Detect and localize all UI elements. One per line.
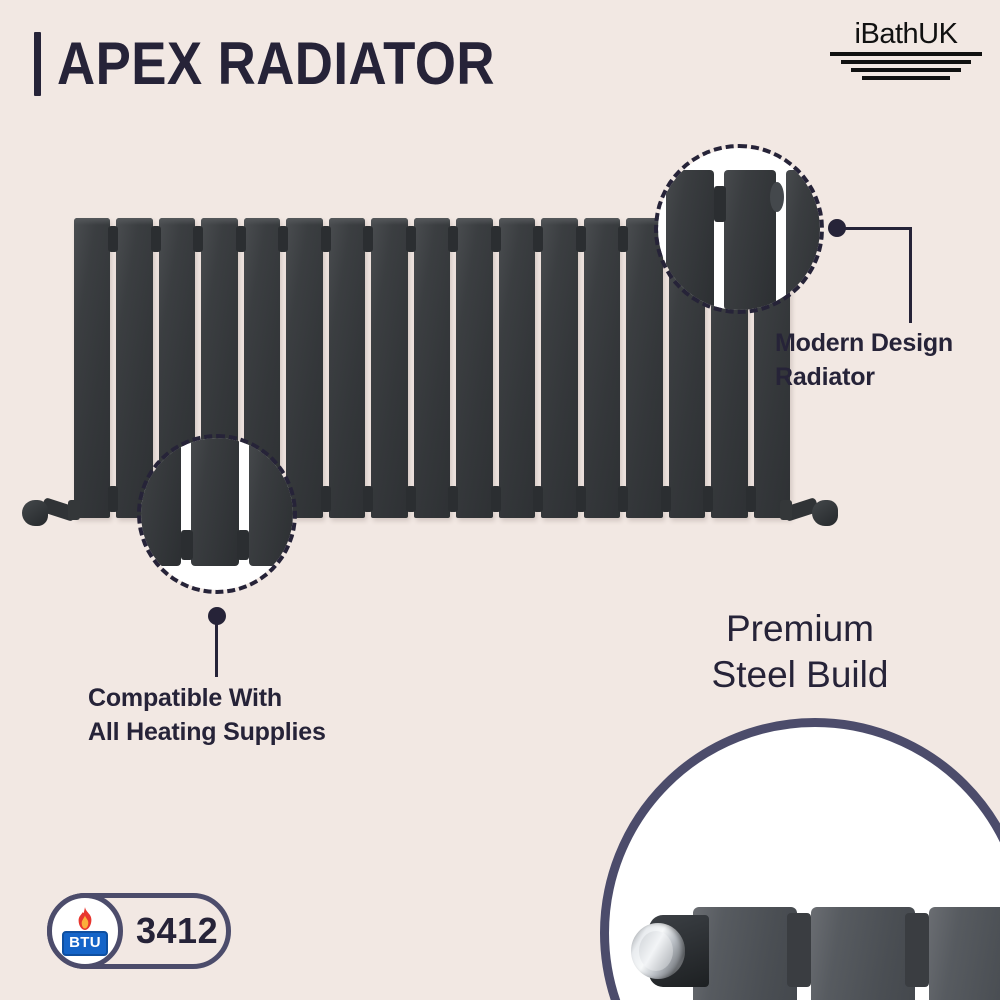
detail-chrome-valve xyxy=(631,915,711,987)
radiator-panel xyxy=(541,218,579,518)
brand-logo: iBathUK xyxy=(826,18,986,80)
radiator-panel xyxy=(626,218,664,518)
radiator-panel xyxy=(371,218,409,518)
btu-value: 3412 xyxy=(136,910,219,951)
detail-panel xyxy=(811,907,915,1000)
valve-left-knob xyxy=(22,500,48,526)
radiator-panel xyxy=(583,218,621,518)
detail-connector-nub xyxy=(905,913,929,987)
btu-icon: BTU xyxy=(47,893,123,969)
valve-left-collar xyxy=(68,500,80,520)
valve-right-collar xyxy=(780,500,792,520)
page-title-block: APEX RADIATOR xyxy=(34,28,555,100)
brand-logo-text: iBathUK xyxy=(854,18,958,50)
logo-rule-4 xyxy=(862,76,950,80)
radiator-panel xyxy=(328,218,366,518)
detail-panel-group xyxy=(693,907,1000,1000)
callout-label-compatible: Compatible With All Heating Supplies xyxy=(88,684,326,746)
magnifier-ring-modern-design xyxy=(654,144,824,314)
btu-chip-label: BTU xyxy=(62,930,108,956)
leader-line-modern-design-h xyxy=(836,227,912,230)
premium-steel-build-title: Premium Steel Build xyxy=(711,608,889,695)
btu-badge: BTU 3412 xyxy=(47,893,231,969)
radiator-panel xyxy=(456,218,494,518)
flame-icon xyxy=(78,906,92,930)
radiator-panel xyxy=(498,218,536,518)
logo-rule-1 xyxy=(830,52,982,56)
page-title: APEX RADIATOR xyxy=(57,30,495,97)
callout-label-modern-design: Modern Design Radiator xyxy=(775,329,953,391)
title-accent-bar xyxy=(34,32,41,96)
radiator-panel xyxy=(74,218,111,518)
leader-line-modern-design-v xyxy=(909,227,912,323)
magnifier-ring-compatible xyxy=(137,434,297,594)
detail-valve-chrome-nut xyxy=(631,923,685,979)
logo-rule-2 xyxy=(841,60,971,64)
brand-logo-rules xyxy=(826,52,986,80)
detail-connector-nub xyxy=(787,913,811,987)
logo-rule-3 xyxy=(851,68,961,72)
valve-right xyxy=(780,494,838,532)
detail-panel xyxy=(693,907,797,1000)
valve-right-knob xyxy=(812,500,838,526)
detail-panel xyxy=(929,907,1000,1000)
valve-left xyxy=(22,494,80,532)
radiator-panel xyxy=(413,218,451,518)
detail-photo-circle xyxy=(600,718,1000,1000)
leader-line-compatible xyxy=(215,615,218,677)
